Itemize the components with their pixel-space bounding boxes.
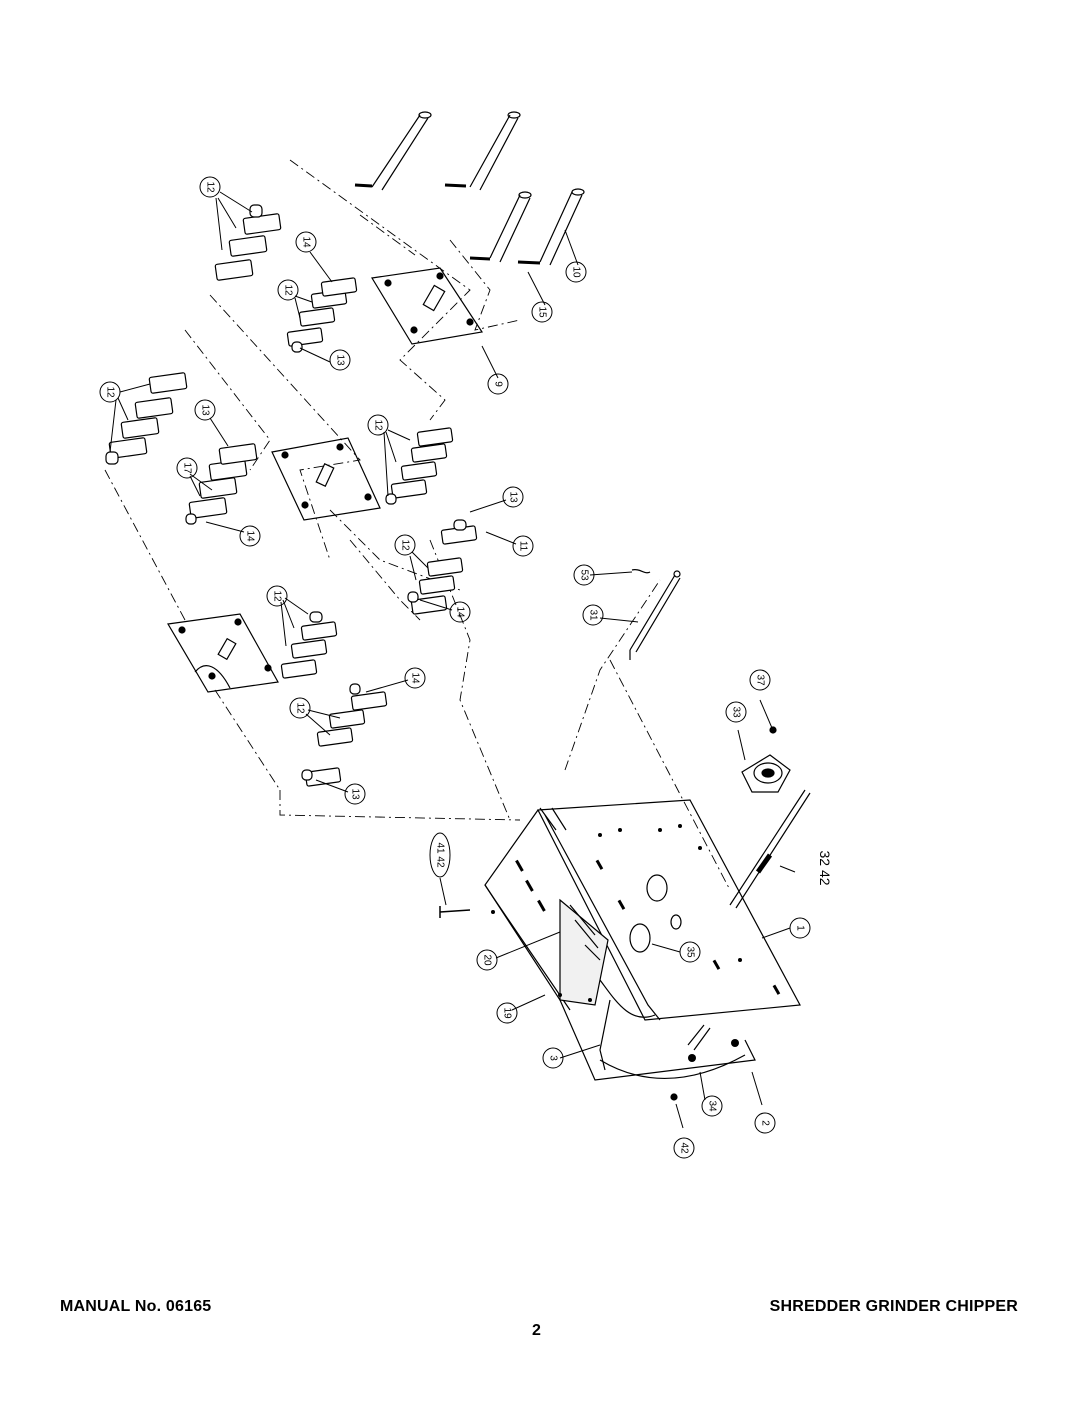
bolt-32	[729, 789, 811, 909]
callout-14-a: 14	[301, 236, 312, 248]
callout-12-g: 12	[295, 702, 306, 714]
callout-3: 3	[548, 1055, 559, 1061]
rod-31	[629, 569, 681, 660]
phantom-lines	[104, 159, 731, 891]
callout-20: 20	[482, 954, 493, 966]
callout-13-d: 13	[350, 788, 361, 800]
label-32-42: 32 42	[817, 850, 833, 885]
callout-14-d: 14	[410, 672, 421, 684]
callout-12-f: 12	[272, 590, 283, 602]
callout-14-b: 14	[245, 530, 256, 542]
callout-31: 31	[588, 609, 599, 621]
lower-plate	[167, 613, 279, 693]
callout-1: 1	[795, 925, 806, 931]
callout-19: 19	[502, 1007, 513, 1019]
callout-34: 34	[707, 1100, 718, 1112]
leader-arrows	[109, 191, 796, 1129]
callout-53: 53	[579, 569, 590, 581]
bearing-33	[741, 726, 791, 793]
callout-41-42: 41 42	[435, 842, 446, 867]
plate-9	[371, 267, 484, 345]
callout-37: 37	[755, 674, 766, 686]
callout-12-a: 12	[205, 181, 216, 193]
callout-11: 11	[518, 541, 529, 552]
knife-stacks	[105, 204, 478, 787]
callout-15: 15	[537, 306, 548, 318]
manual-number: MANUAL No. 06165	[60, 1298, 212, 1315]
callout-12-e: 12	[400, 539, 411, 551]
rod-group	[354, 111, 585, 266]
callout-33: 33	[731, 706, 742, 718]
page-number: 2	[532, 1322, 542, 1339]
callout-group: 12 14 12 13 9 15 10 12 13 17 14 12 13 11…	[99, 176, 811, 1159]
callout-2: 2	[760, 1120, 771, 1126]
callout-42: 42	[679, 1142, 690, 1154]
callout-35: 35	[685, 946, 696, 958]
callout-13-c: 13	[508, 491, 519, 503]
callout-12-d: 12	[373, 419, 384, 431]
callout-13-b: 13	[200, 404, 211, 416]
housing	[484, 799, 801, 1081]
callout-17: 17	[182, 462, 193, 474]
bolt-41-42	[439, 906, 678, 1101]
callout-9: 9	[493, 381, 504, 387]
callout-12-c: 12	[105, 386, 116, 398]
callout-14-c: 14	[455, 606, 466, 618]
center-plate	[271, 437, 381, 521]
callout-13-a: 13	[335, 354, 346, 366]
callout-12-b: 12	[283, 284, 294, 296]
product-title: SHREDDER GRINDER CHIPPER	[769, 1298, 1018, 1315]
callout-10: 10	[571, 266, 582, 278]
callout-circles	[99, 176, 811, 1159]
